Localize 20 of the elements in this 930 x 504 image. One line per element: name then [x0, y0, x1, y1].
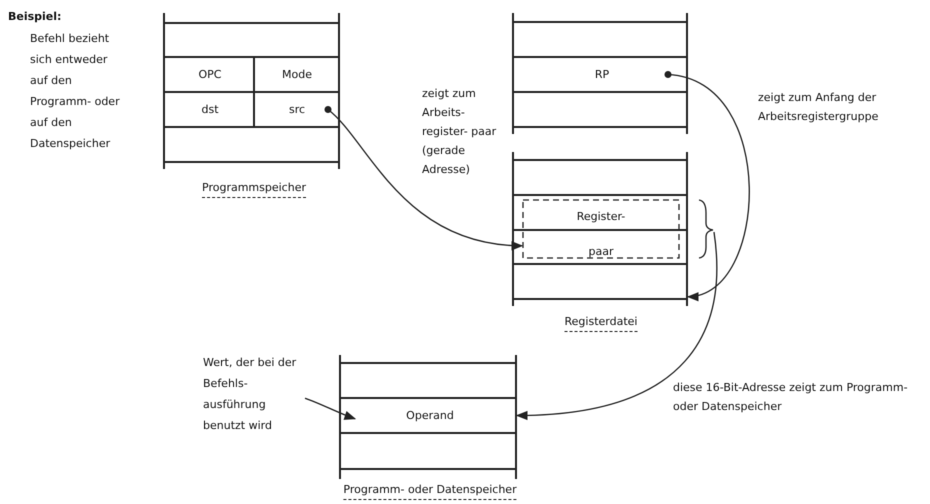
edge-label: zeigt zum Arbeits- register- paar (gerade Adresse): [422, 86, 498, 178]
heading-text: Beispiel:: [8, 9, 62, 25]
memory-label: Programmspeicher: [202, 181, 306, 198]
memory-entry-text: OPC: [167, 58, 253, 91]
edge-label: diese 16-Bit-Adresse zeigt zum Programm-oder Datenspeicher: [673, 380, 909, 415]
memory-entry-text: RP: [516, 58, 688, 91]
memory-entry-text: src: [254, 93, 340, 126]
note-text: Befehl bezieht sich entweder auf den Programm- oder auf den Datenspeicher: [30, 31, 121, 152]
arrow: [516, 232, 718, 420]
memory-label: Registerdatei: [564, 315, 638, 332]
annotation-text: Wert, der bei der Befehls- ausführung benutzt wird: [203, 352, 305, 436]
memory-block: [512, 13, 688, 134]
memory-entry-text: Mode: [254, 58, 340, 91]
arrow: [304, 398, 356, 420]
memory-entry-text: dst: [167, 93, 253, 126]
edge-label: zeigt zum Anfang der Arbeitsregistergruppe: [758, 90, 880, 125]
arrow: [324, 106, 524, 250]
memory-entry-text: Operand: [343, 399, 517, 432]
memory-label: Programm- oder Datenspeicher: [343, 483, 517, 500]
arrow: [664, 71, 750, 299]
